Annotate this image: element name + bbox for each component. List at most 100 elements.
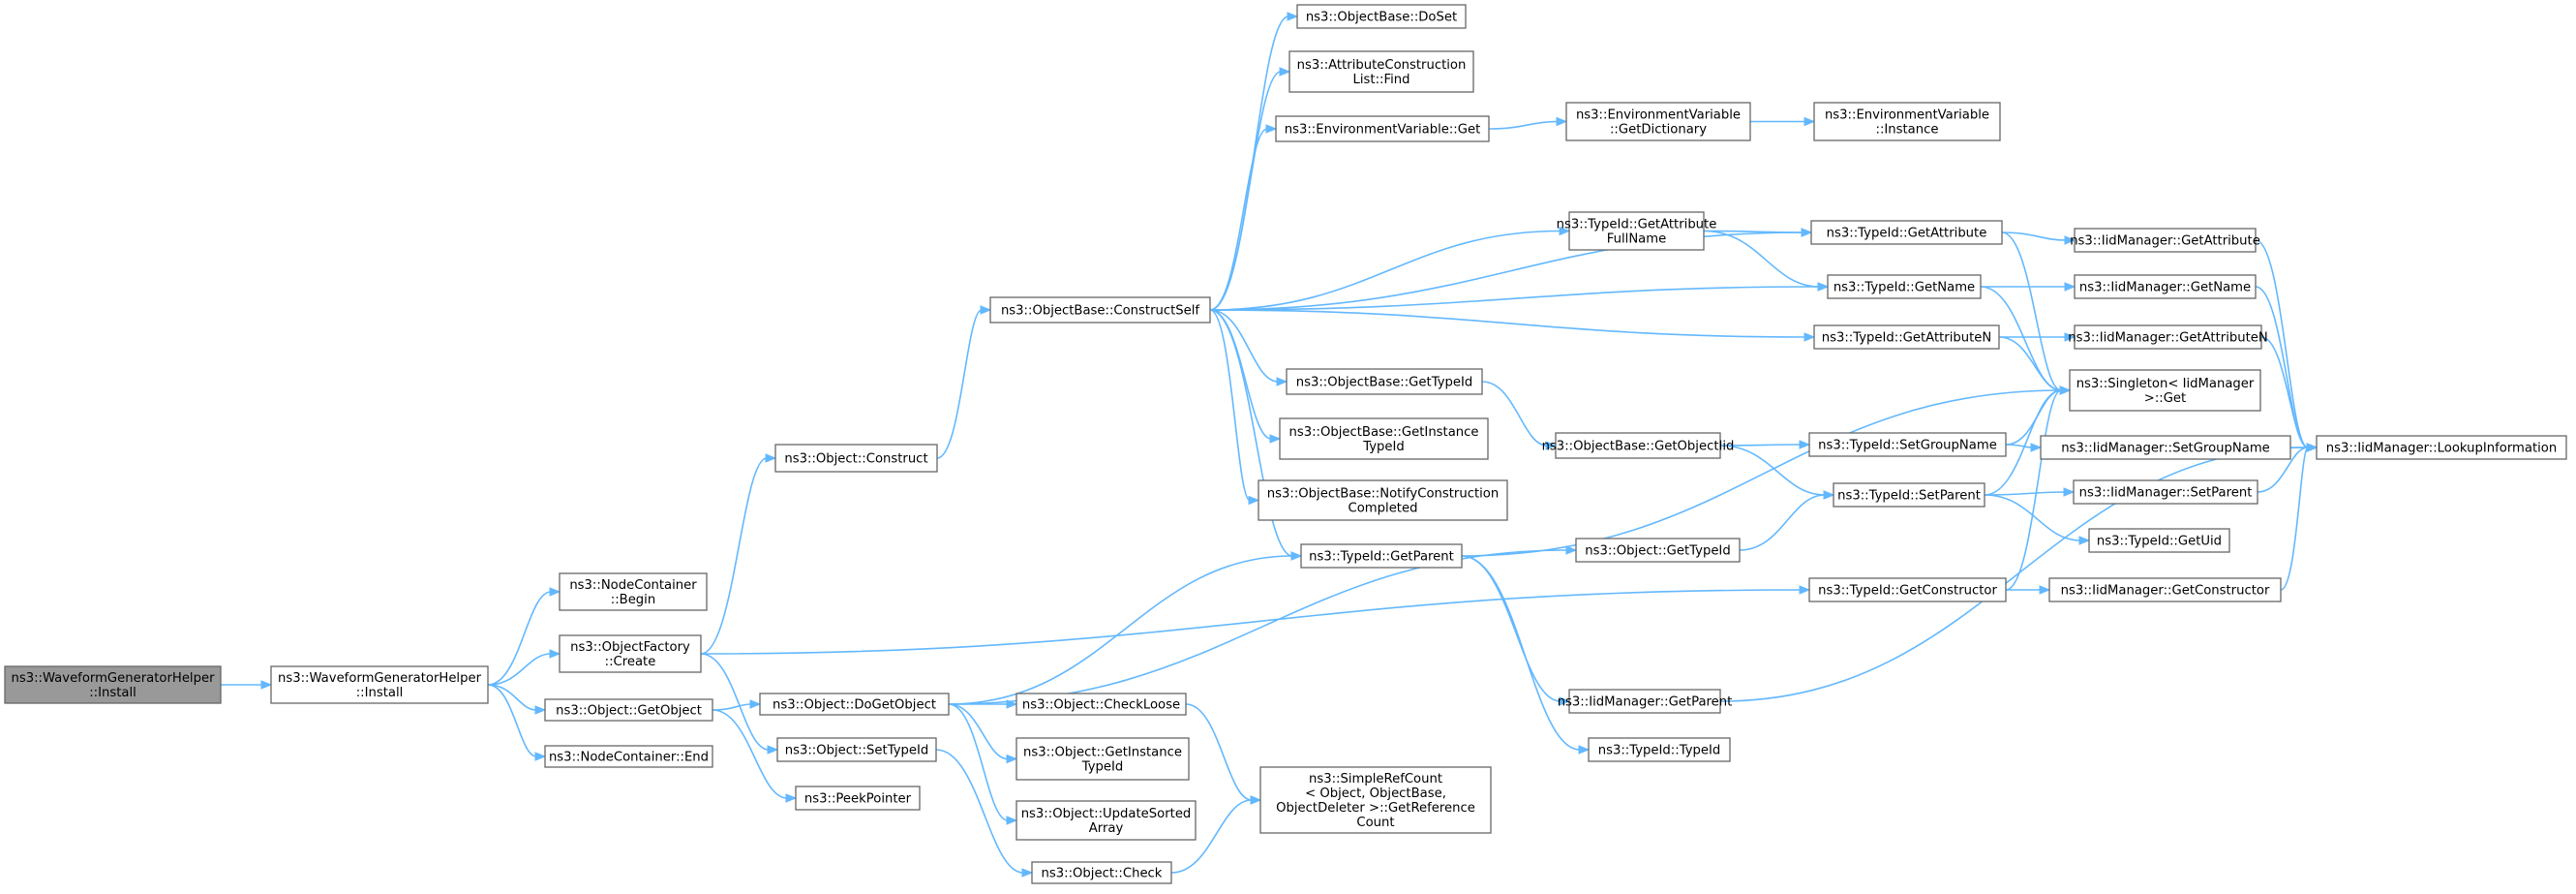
node-n30[interactable]: ns3::TypeId::GetAttribute <box>1810 220 2003 245</box>
node-label: ns3::AttributeConstruction <box>1297 58 1467 73</box>
node-label: ns3::Object::SetTypeId <box>785 744 929 758</box>
node-label: ns3::IidManager::GetConstructor <box>2061 584 2270 599</box>
node-label: ns3::IidManager::GetAttributeN <box>2068 331 2268 346</box>
node-n6[interactable]: ns3::Object::Construct <box>774 444 938 473</box>
edge-n4-n8 <box>712 709 798 803</box>
node-n2[interactable]: ns3::NodeContainer::Begin <box>559 572 708 611</box>
edge-n10-n18 <box>1209 309 1288 386</box>
node-n8[interactable]: ns3::PeekPointer <box>795 786 921 811</box>
node-label: ns3::TypeId::SetGroupName <box>1818 439 1997 453</box>
node-n27[interactable]: ns3::IidManager::GetParent <box>1558 689 1733 714</box>
node-box <box>795 786 921 811</box>
node-box <box>2048 577 2282 602</box>
node-n29[interactable]: ns3::EnvironmentVariable::Instance <box>1813 102 2001 141</box>
node-n20[interactable]: ns3::ObjectBase::NotifyConstructionCompl… <box>1258 479 1508 521</box>
node-n35[interactable]: ns3::TypeId::SetParent <box>1833 482 1985 508</box>
node-box <box>1813 324 2000 350</box>
edge-n39-n44 <box>2260 336 2318 452</box>
edge-n14-n22 <box>1170 795 1262 874</box>
node-n22[interactable]: ns3::SimpleRefCount< Object, ObjectBase,… <box>1259 766 1492 834</box>
node-box <box>2088 528 2230 553</box>
node-label: FullName <box>1607 232 1666 247</box>
node-n17[interactable]: ns3::EnvironmentVariable::Get <box>1275 115 1490 142</box>
node-n36[interactable]: ns3::TypeId::GetConstructor <box>1808 577 2007 602</box>
node-box <box>544 745 713 768</box>
edge-n36-n33 <box>2005 385 2072 591</box>
node-n44[interactable]: ns3::IidManager::LookupInformation <box>2316 435 2567 460</box>
node-label: ns3::Object::CheckLoose <box>1022 698 1180 713</box>
node-n4[interactable]: ns3::Object::GetObject <box>544 698 713 722</box>
edge-n0-n1 <box>221 680 273 690</box>
edge-n10-n17 <box>1209 124 1278 311</box>
node-label: ns3::Object::GetInstance <box>1023 746 1182 760</box>
edge-n32-n39 <box>1999 332 2076 342</box>
edge-n1-n3 <box>487 649 561 686</box>
node-n1[interactable]: ns3::WaveformGeneratorHelper::Install <box>270 665 489 704</box>
node-n43[interactable]: ns3::IidManager::GetConstructor <box>2048 577 2282 602</box>
node-box <box>1259 766 1492 834</box>
node-n14[interactable]: ns3::Object::Check <box>1031 861 1172 884</box>
node-label: ns3::TypeId::GetAttribute <box>1827 227 1987 241</box>
node-box <box>1031 861 1172 884</box>
node-n11[interactable]: ns3::Object::CheckLoose <box>1015 693 1187 716</box>
node-n15[interactable]: ns3::ObjectBase::DoSet <box>1296 4 1467 29</box>
node-label: ns3::IidManager::LookupInformation <box>2326 442 2557 456</box>
node-box <box>1300 543 1463 569</box>
node-n32[interactable]: ns3::TypeId::GetAttributeN <box>1813 324 2000 350</box>
node-label: TypeId <box>1081 760 1124 775</box>
node-n28[interactable]: ns3::TypeId::TypeId <box>1588 737 1731 762</box>
node-label: Count <box>1356 816 1394 830</box>
node-box <box>776 737 937 762</box>
node-n41[interactable]: ns3::IidManager::SetParent <box>2073 479 2258 505</box>
node-label: < Object, ObjectBase, <box>1305 786 1446 801</box>
node-n25[interactable]: ns3::ObjectBase::GetObjectIid <box>1542 432 1735 459</box>
node-n23[interactable]: ns3::EnvironmentVariable::GetDictionary <box>1565 102 1751 141</box>
node-n34[interactable]: ns3::TypeId::SetGroupName <box>1808 432 2007 457</box>
node-n5[interactable]: ns3::NodeContainer::End <box>544 745 713 768</box>
node-n7[interactable]: ns3::Object::SetTypeId <box>776 737 937 762</box>
node-n10[interactable]: ns3::ObjectBase::ConstructSelf <box>989 296 1211 324</box>
node-box <box>2069 369 2261 412</box>
node-label: ::Instance <box>1876 123 1939 138</box>
node-n33[interactable]: ns3::Singleton< IidManager >::Get <box>2069 369 2261 412</box>
edge-n21-n33 <box>1461 385 2072 557</box>
edge-n1-n4 <box>487 684 547 715</box>
node-n42[interactable]: ns3::TypeId::GetUid <box>2088 528 2230 553</box>
node-n21[interactable]: ns3::TypeId::GetParent <box>1300 543 1463 569</box>
node-n39[interactable]: ns3::IidManager::GetAttributeN <box>2068 324 2268 350</box>
edge-n1-n2 <box>487 587 561 686</box>
node-n9[interactable]: ns3::Object::DoGetObject <box>759 693 950 716</box>
node-box <box>1810 220 2003 245</box>
node-label: ns3::NodeContainer <box>569 578 697 593</box>
node-n26[interactable]: ns3::Object::GetTypeId <box>1575 538 1741 563</box>
edge-n37-n44 <box>2255 239 2318 452</box>
node-label: ns3::TypeId::SetParent <box>1837 489 1981 504</box>
node-n31[interactable]: ns3::TypeId::GetName <box>1827 274 1982 299</box>
edge-n26-n35 <box>1739 490 1835 551</box>
node-box <box>1813 102 2001 141</box>
node-label: ns3::Object::Check <box>1042 867 1163 881</box>
node-n37[interactable]: ns3::IidManager::GetAttribute <box>2070 228 2260 253</box>
node-box <box>1808 577 2007 602</box>
node-box <box>2073 479 2258 505</box>
node-box <box>1015 737 1190 781</box>
node-label: ns3::IidManager::GetParent <box>1558 695 1733 710</box>
node-n40[interactable]: ns3::IidManager::SetGroupName <box>2040 435 2291 460</box>
node-n0[interactable]: ns3::WaveformGeneratorHelper::Install <box>4 665 222 704</box>
node-label: ::GetDictionary <box>1610 123 1707 138</box>
node-label: ns3::TypeId::GetParent <box>1309 550 1454 565</box>
edge-n3-n7 <box>700 653 779 755</box>
edge-n10-n30 <box>1209 228 1813 311</box>
node-n18[interactable]: ns3::ObjectBase::GetTypeId <box>1286 368 1483 395</box>
edge-n9-n13 <box>948 703 1018 825</box>
node-label: ns3::IidManager::SetParent <box>2079 486 2253 501</box>
edge-n23-n29 <box>1750 116 1816 127</box>
node-n38[interactable]: ns3::IidManager::GetName <box>2074 274 2257 299</box>
node-n3[interactable]: ns3::ObjectFactory::Create <box>559 634 702 673</box>
node-box <box>2074 228 2257 253</box>
